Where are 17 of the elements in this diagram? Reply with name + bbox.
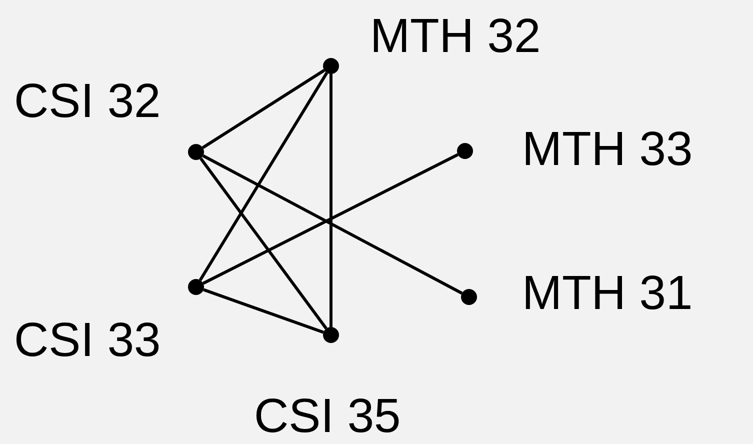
connector-line bbox=[200, 158, 328, 330]
connector-line bbox=[202, 69, 326, 149]
vertex-label: MTH 33 bbox=[522, 126, 693, 174]
connector-line bbox=[330, 74, 332, 327]
vertex-label: CSI 33 bbox=[14, 317, 161, 365]
vertex-dot bbox=[461, 289, 477, 305]
connector-line bbox=[198, 72, 328, 281]
vertex-label: CSI 35 bbox=[254, 393, 401, 441]
vertex-label: MTH 32 bbox=[370, 13, 541, 61]
vertex-dot bbox=[457, 143, 473, 159]
vertex-dot bbox=[188, 144, 204, 160]
connector-line bbox=[203, 288, 324, 334]
vertex-label: CSI 32 bbox=[14, 78, 161, 126]
vertex-dot bbox=[188, 279, 204, 295]
vertex-dot bbox=[323, 327, 339, 343]
vertex-label: MTH 31 bbox=[522, 270, 693, 318]
vertex-dot bbox=[323, 58, 339, 74]
